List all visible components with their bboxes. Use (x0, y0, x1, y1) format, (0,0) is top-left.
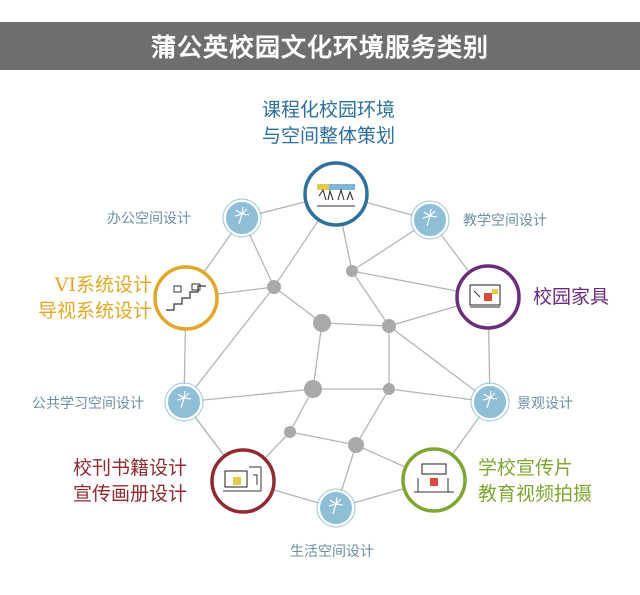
junction-node (267, 280, 281, 294)
category-label-line: 宣传画册设计 (73, 483, 188, 505)
category-label-right-lower: 学校宣传片 教育视频拍摄 (478, 455, 592, 507)
landscape-label: 景观设计 (517, 396, 573, 412)
living-space-label: 生活空间设计 (290, 544, 374, 560)
category-label-line: 与空间整体策划 (262, 125, 396, 147)
category-label-right-upper: 校园家具 (533, 286, 610, 308)
category-node-right-lower (401, 447, 467, 513)
dandelion-icon (470, 382, 510, 422)
dandelion-icon (164, 382, 204, 422)
category-label-top: 课程化校园环境 与空间整体策划 (262, 97, 395, 149)
category-node-top (303, 161, 369, 227)
small-nodes (164, 198, 510, 528)
category-label-line: 校刊书籍设计 (73, 457, 188, 479)
category-label-line: 教育视频拍摄 (478, 483, 593, 505)
category-label-line: 导视系统设计 (38, 300, 153, 322)
category-node-left-lower (210, 448, 276, 514)
junction-node (382, 319, 396, 333)
junction-node (284, 426, 296, 438)
dandelion-icon (410, 200, 450, 240)
public-space-label: 公共学习空间设计 (32, 396, 144, 412)
junction-node (348, 437, 364, 453)
category-label-left-upper: VI系统设计 导视系统设计 (38, 272, 152, 324)
category-label-line: 学校宣传片 (478, 457, 574, 479)
dandelion-icon (316, 488, 356, 528)
junction-node (383, 383, 395, 395)
dandelion-icon (222, 198, 262, 238)
category-label-line: VI系统设计 (54, 274, 153, 296)
teaching-space-label: 教学空间设计 (463, 213, 547, 229)
junction-node (313, 314, 331, 332)
office-space-label: 办公空间设计 (107, 211, 191, 227)
category-node-right-upper (455, 264, 521, 330)
page-title: 蒲公英校园文化环境服务类别 (150, 33, 489, 62)
junction-node (346, 265, 358, 277)
category-node-left-upper (153, 265, 219, 331)
category-label-line: 课程化校园环境 (262, 99, 396, 121)
title-banner: 蒲公英校园文化环境服务类别 (0, 22, 640, 70)
category-label-left-lower: 校刊书籍设计 宣传画册设计 (73, 455, 187, 507)
junction-node (304, 380, 322, 398)
junction-nodes (267, 265, 396, 453)
